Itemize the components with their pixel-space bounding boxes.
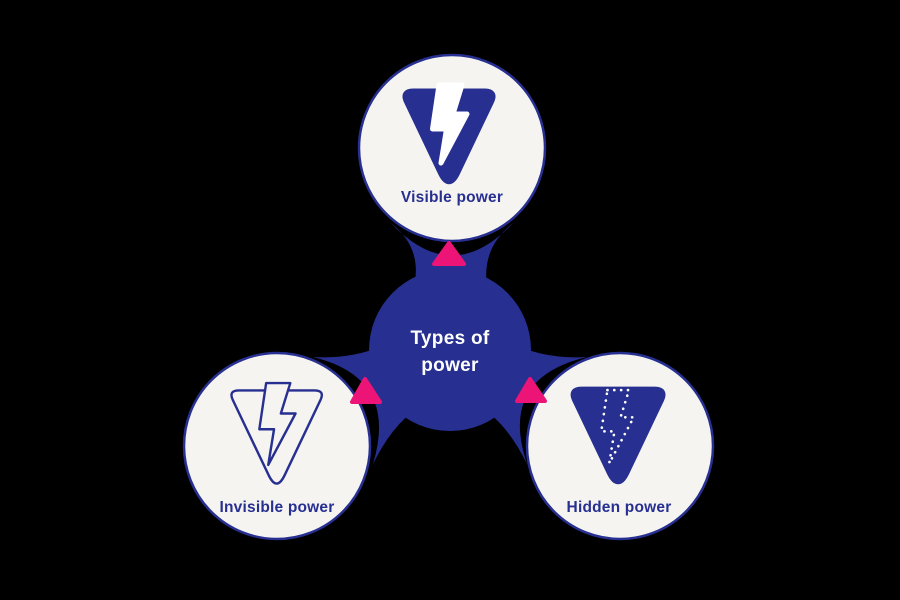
arrow-up-triangle-icon-left (350, 377, 382, 404)
arrow-up-triangle-icon-top (432, 241, 466, 266)
node-label-visible: Visible power (401, 189, 503, 206)
lightning-filled-icon (402, 82, 496, 185)
lightning-dotted-icon (570, 386, 666, 485)
lightning-outline-icon (230, 381, 324, 485)
center-label-line1: Types of (410, 328, 489, 349)
node-label-hidden: Hidden power (567, 499, 672, 516)
center-circle (369, 269, 531, 431)
node-label-invisible: Invisible power (220, 499, 335, 516)
center-label-line2: power (421, 355, 479, 376)
arrow-up-triangle-icon-right (515, 377, 547, 403)
